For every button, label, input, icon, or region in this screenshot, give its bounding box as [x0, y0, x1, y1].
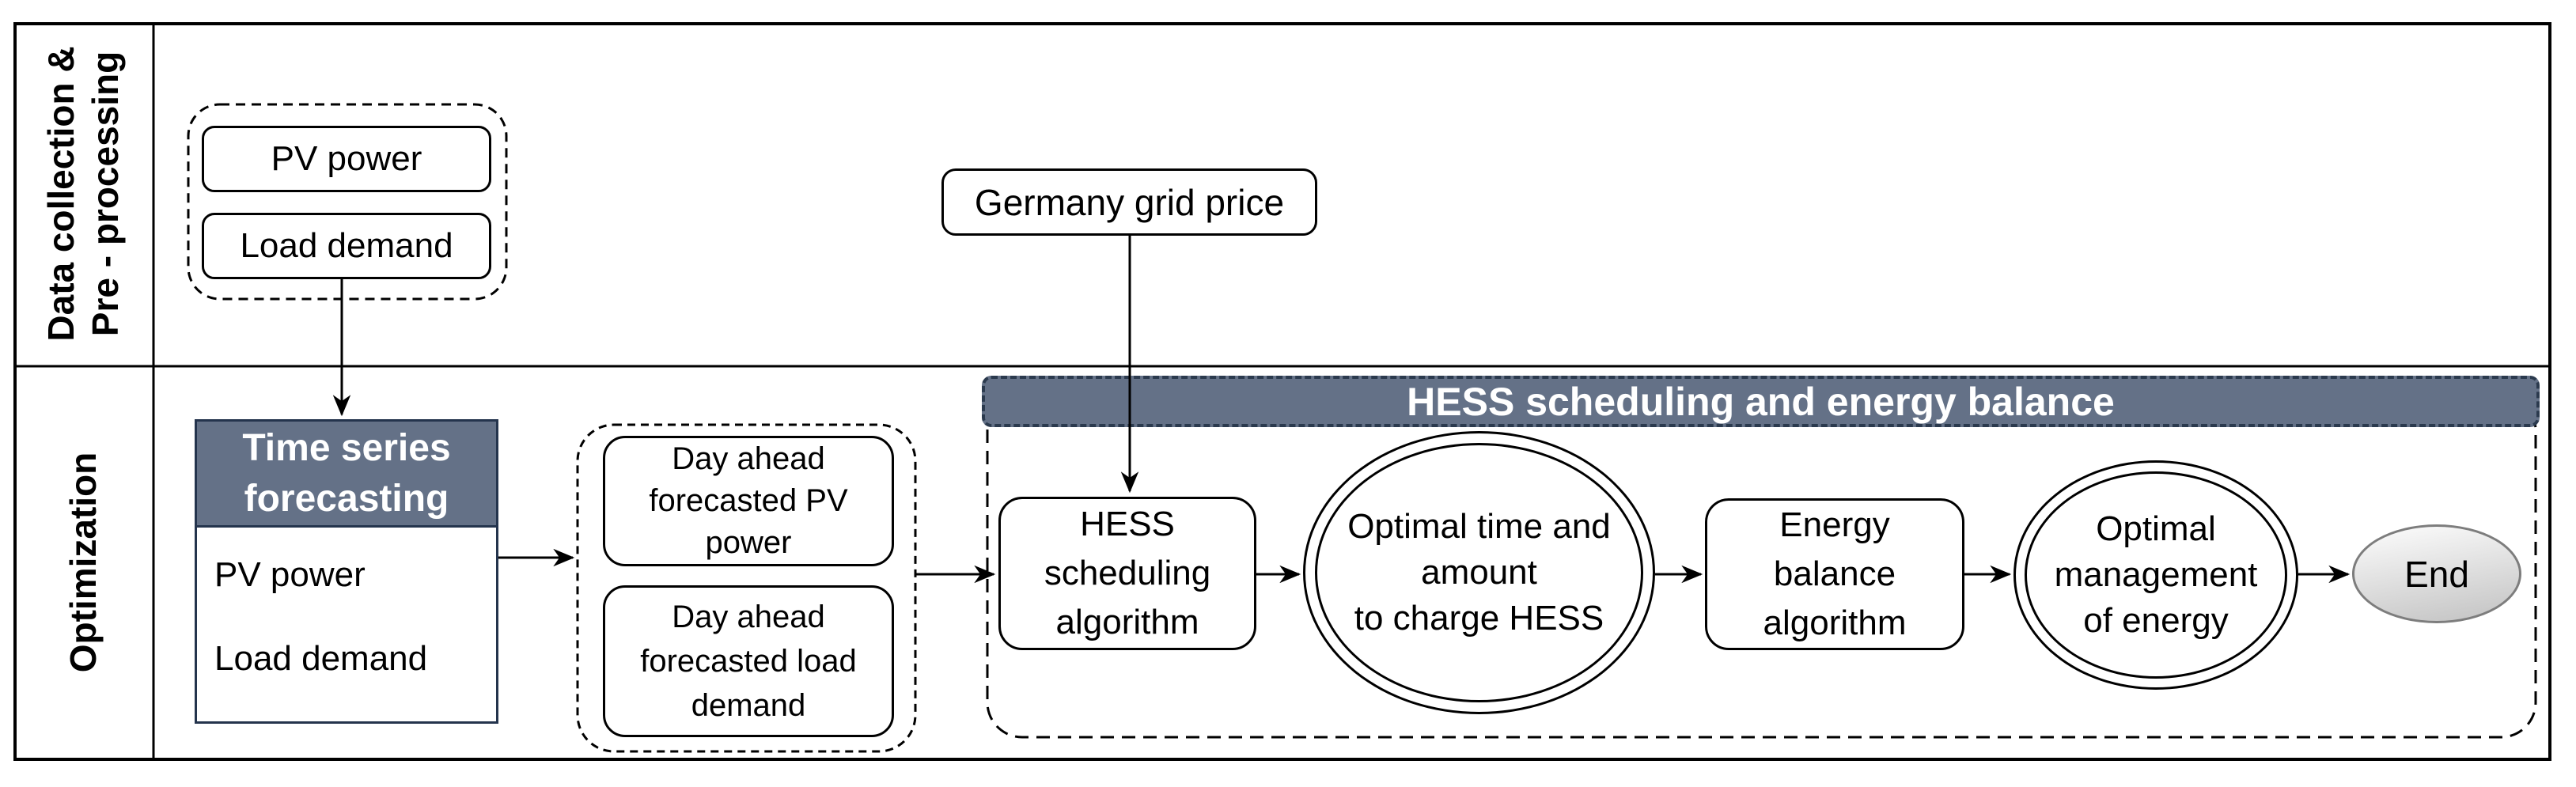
energy-balance-algorithm-node: Energy balance algorithm [1705, 498, 1964, 650]
optimal-time-line: amount [1421, 553, 1537, 592]
hess-scheduling-algorithm-node: HESS scheduling algorithm [998, 497, 1256, 650]
load-demand-label: Load demand [240, 226, 453, 265]
pv-power-label: PV power [271, 139, 422, 178]
germany-grid-price-node: Germany grid price [941, 168, 1317, 236]
time-series-header-line: Time series [242, 426, 451, 469]
day-ahead-pv-node: Day ahead forecasted PV power [603, 436, 894, 566]
hess-banner: HESS scheduling and energy balance [982, 376, 2540, 427]
hess-scheduling-line: algorithm [1055, 603, 1199, 641]
day-ahead-pv-line: power [705, 525, 792, 560]
hess-banner-label: HESS scheduling and energy balance [1407, 379, 2115, 424]
optimal-time-line: Optimal time and [1347, 507, 1611, 546]
energy-balance-line: Energy [1779, 505, 1890, 544]
time-series-item-load: Load demand [214, 639, 428, 678]
load-demand-node: Load demand [202, 213, 491, 279]
day-ahead-load-node: Day ahead forecasted load demand [603, 585, 894, 737]
time-series-item-pv: PV power [214, 555, 366, 594]
optimal-management-line: of energy [2083, 601, 2229, 640]
time-series-header-line: forecasting [244, 477, 449, 520]
day-ahead-load-line: forecasted load [640, 644, 857, 679]
day-ahead-pv-line: forecasted PV [649, 483, 848, 518]
optimal-management-line: Optimal [2096, 509, 2216, 548]
time-series-forecasting-body: PV power Load demand [195, 528, 498, 724]
pv-power-node: PV power [202, 126, 491, 192]
energy-balance-line: balance [1773, 554, 1896, 593]
day-ahead-load-line: demand [691, 688, 806, 723]
optimal-time-ellipse-inner-ring: Optimal time and amount to charge HESS [1315, 443, 1643, 702]
optimal-management-ellipse: Optimal management of energy [2013, 460, 2298, 690]
germany-grid-price-label: Germany grid price [974, 181, 1285, 223]
optimal-management-ellipse-inner-ring: Optimal management of energy [2025, 471, 2287, 679]
data-collection-group-container [187, 103, 508, 301]
hess-scheduling-line: HESS [1080, 505, 1175, 543]
time-series-forecasting-header: Time series forecasting [195, 419, 498, 528]
outer-frame [13, 22, 2551, 761]
end-label: End [2404, 553, 2469, 595]
day-ahead-load-line: Day ahead [672, 600, 825, 634]
optimal-management-line: management [2054, 555, 2258, 594]
end-node: End [2352, 524, 2521, 623]
day-ahead-pv-line: Day ahead [672, 441, 825, 476]
hess-scheduling-line: scheduling [1044, 554, 1211, 592]
optimal-time-line: to charge HESS [1354, 599, 1604, 638]
energy-balance-line: algorithm [1763, 603, 1907, 642]
optimal-time-ellipse: Optimal time and amount to charge HESS [1303, 431, 1655, 714]
day-ahead-group-container [576, 423, 917, 753]
